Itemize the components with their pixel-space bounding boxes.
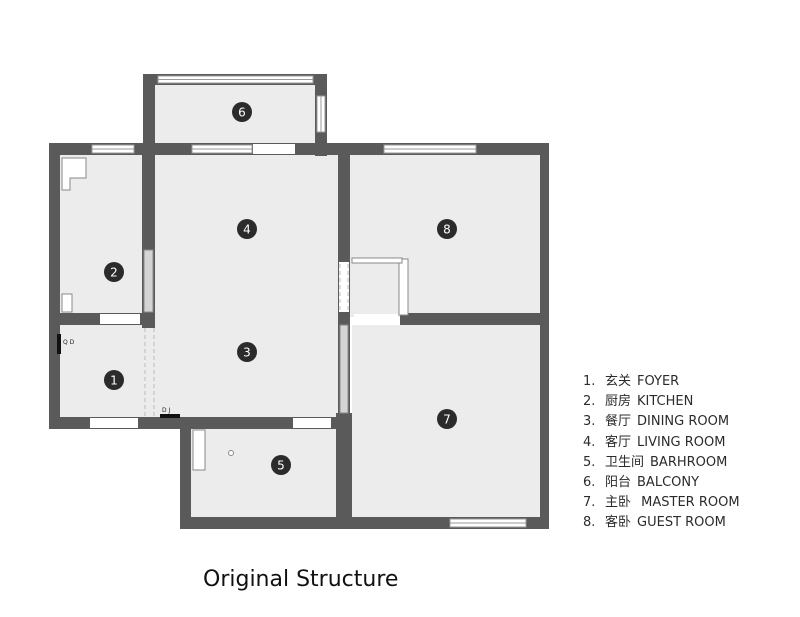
electric-box [57, 334, 61, 354]
legend-chinese-name: 卫生间 [605, 454, 645, 470]
legend-number: 1. [583, 374, 596, 389]
legend-chinese-name: 玄关 [605, 374, 632, 389]
corridor-cabinet [398, 258, 409, 316]
legend-english-name: KITCHEN [637, 394, 694, 410]
legend-number: 4. [583, 434, 596, 450]
room-marker-8-label: 8 [443, 223, 451, 237]
bathroom-door [293, 418, 331, 428]
legend-english-name: LIVING ROOM [637, 434, 726, 450]
legend-chinese-name: 主卧 [605, 495, 632, 511]
room-marker-3-label: 3 [243, 346, 251, 360]
kitchen-counter-top [61, 157, 87, 191]
master-wall-left [336, 413, 352, 529]
legend-number: 5. [583, 454, 596, 470]
balcony-wall-left [143, 74, 155, 156]
room-marker-7: 7 [437, 409, 457, 429]
legend-english-name: MASTER ROOM [637, 495, 740, 511]
legend-english-name: BARHROOM [650, 454, 728, 470]
room-marker-2-label: 2 [110, 266, 118, 280]
bathroom-counter [192, 429, 206, 471]
room-marker-6: 6 [232, 102, 252, 122]
legend-chinese-name: 厨房 [605, 394, 632, 410]
room-marker-8: 8 [437, 219, 457, 239]
room-marker-6-label: 6 [238, 106, 246, 120]
room-marker-7-label: 7 [443, 413, 451, 427]
living-partition [339, 324, 349, 414]
outer-wall-left [49, 143, 60, 429]
outer-wall-right [540, 143, 549, 529]
living-dining-floor [155, 155, 338, 417]
legend-item: 2. 厨房 KITCHEN [583, 392, 740, 412]
guest-door-gap [339, 262, 349, 312]
legend-chinese-name: 餐厅 [605, 414, 632, 430]
legend-number: 3. [583, 414, 596, 430]
kitchen-door [100, 314, 140, 324]
dashed-thresholds [144, 264, 349, 416]
legend-item: 6. 阳台 BALCONY [583, 473, 740, 493]
legend-item: 7. 主卧 MASTER ROOM [583, 493, 740, 513]
legend-english-name: DINING ROOM [637, 414, 730, 430]
master-door [354, 314, 398, 324]
legend-chinese-name: 客厅 [605, 434, 632, 450]
room-marker-5-label: 5 [277, 459, 285, 473]
legend-english-name: GUEST ROOM [637, 515, 726, 531]
room-marker-3: 3 [237, 342, 257, 362]
legend-item: 4. 客厅 LIVING ROOM [583, 433, 740, 453]
room-marker-4: 4 [237, 219, 257, 239]
legend-item: 3. 餐厅 DINING ROOM [583, 412, 740, 432]
legend-english-name: FOYER [637, 374, 680, 389]
room-legend: 1. 玄关 FOYER 2. 厨房 KITCHEN 3. 餐厅 DINING ROOM 4.… [583, 372, 740, 534]
legend-item: 8. 客卧 GUEST ROOM [583, 513, 740, 533]
room-marker-1-label: 1 [110, 374, 118, 388]
legend-english-name: BALCONY [637, 474, 700, 490]
floor-drain [228, 450, 234, 456]
legend-number: 6. [583, 474, 596, 490]
kitchen-floor [60, 155, 142, 315]
corridor-cabinet-top [351, 257, 403, 264]
distribution-box [160, 414, 180, 418]
legend-number: 8. [583, 515, 596, 531]
room-marker-4-label: 4 [243, 223, 251, 237]
kitchen-partition [143, 249, 154, 313]
legend-item: 5. 卫生间 BARHROOM [583, 453, 740, 473]
bathroom-floor [191, 428, 336, 517]
room-markers: 1 2 3 4 5 6 7 8 [104, 102, 457, 475]
legend-number: 7. [583, 495, 596, 511]
room-marker-1: 1 [104, 370, 124, 390]
fixtures: Q D D J [57, 157, 234, 471]
diagram-title: Original Structure [203, 567, 399, 592]
legend-chinese-name: 阳台 [605, 474, 632, 490]
room-marker-5: 5 [271, 455, 291, 475]
room-marker-2: 2 [104, 262, 124, 282]
balcony-door [253, 144, 295, 154]
dj-tag: D J [162, 407, 171, 414]
guest-wall-bottom [400, 313, 549, 325]
entry-door [90, 418, 138, 428]
legend-number: 2. [583, 394, 596, 410]
bath-wall-left [180, 417, 191, 529]
kitchen-counter-bottom [61, 293, 73, 313]
legend-chinese-name: 客卧 [605, 515, 632, 531]
qd-tag: Q D [63, 339, 75, 346]
legend-item: 1. 玄关 FOYER [583, 372, 740, 392]
openings [90, 75, 527, 528]
